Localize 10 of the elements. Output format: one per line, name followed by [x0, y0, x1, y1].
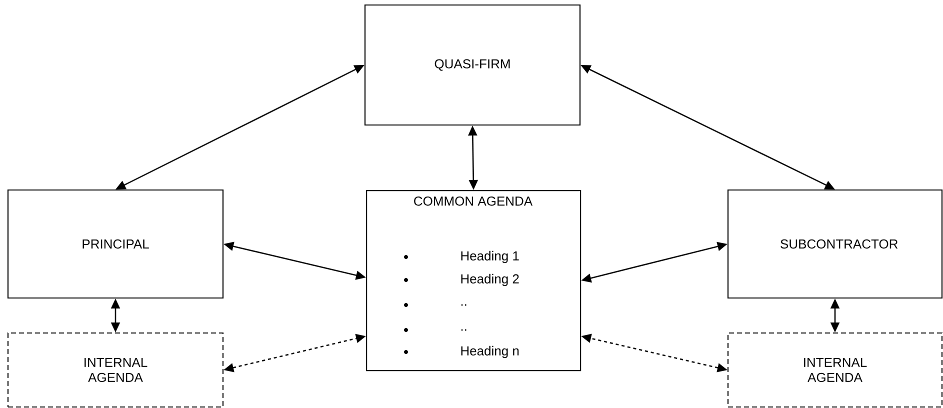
list-item: ..: [404, 328, 466, 332]
process-box: INTERNAL AGENDA: [7, 332, 224, 408]
process-box: SUBCONTRACTOR: [727, 189, 943, 299]
process-box: PRINCIPAL: [7, 189, 224, 299]
list-item: Heading 2: [404, 274, 519, 286]
list-item: ..: [404, 303, 466, 307]
process-box: QUASI-FIRM: [364, 4, 581, 126]
list-item: Heading n: [404, 346, 519, 358]
process-box: INTERNAL AGENDA: [727, 332, 943, 408]
list-item: Heading 1: [404, 250, 519, 264]
